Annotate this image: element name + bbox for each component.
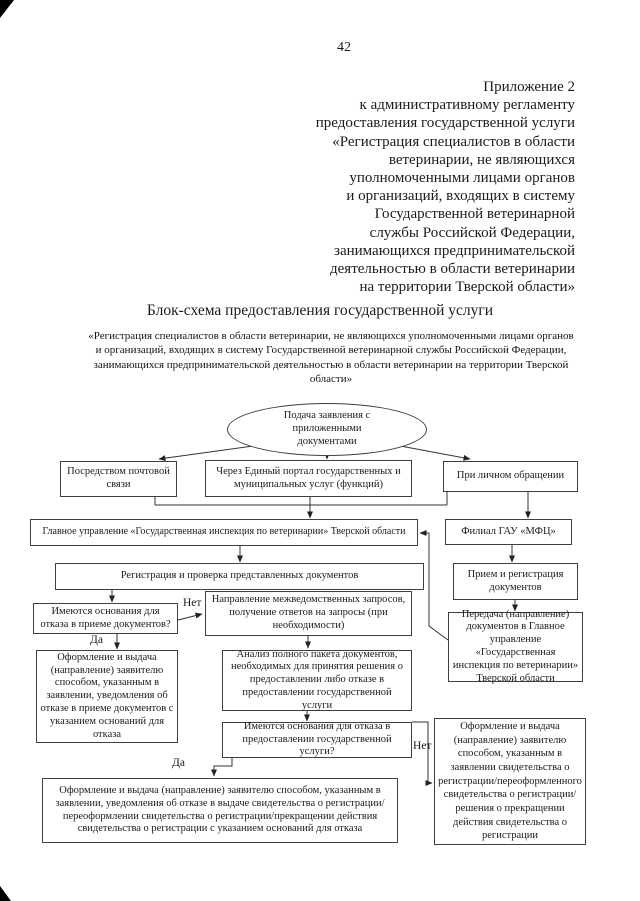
label-no-2: Нет <box>413 740 432 752</box>
node-decision-refuse-acceptance: Имеются основания для отказа в приеме до… <box>33 603 178 634</box>
label-no-1: Нет <box>183 597 202 609</box>
page-number: 42 <box>337 40 351 55</box>
node-registration-check: Регистрация и проверка представленных до… <box>55 563 424 590</box>
node-mail-channel: Посредством почтовой связи <box>60 461 177 497</box>
appendix-line: на территории Тверской области» <box>359 279 575 296</box>
label-yes-2: Да <box>172 757 185 769</box>
appendix-line: ветеринарии, не являющихся <box>388 151 575 168</box>
label-yes-1: Да <box>90 634 103 646</box>
appendix-line: к административному регламенту <box>359 97 575 114</box>
node-final-refusal: Оформление и выдача (направление) заявит… <box>42 778 398 843</box>
appendix-line: Государственной ветеринарной <box>374 206 575 223</box>
node-portal-channel: Через Единый портал государственных и му… <box>205 460 412 497</box>
node-final-issue: Оформление и выдача (направление) заявит… <box>434 718 586 845</box>
node-start: Подача заявления с приложенными документ… <box>227 403 427 456</box>
scan-artifact-bottom-left <box>0 886 11 901</box>
node-mfc: Филиал ГАУ «МФЦ» <box>445 519 572 545</box>
node-in-person-channel: При личном обращении <box>443 461 578 492</box>
node-interagency-requests: Направление межведомственных запросов, п… <box>205 591 412 636</box>
appendix-line: занимающихся предпринимательской <box>334 242 575 259</box>
appendix-line: Приложение 2 <box>483 79 575 95</box>
node-document-analysis: Анализ полного пакета документов, необхо… <box>222 649 412 711</box>
node-main-office: Главное управление «Государственная инсп… <box>30 519 418 546</box>
flowchart-subtitle: «Регистрация специалистов в области вете… <box>88 330 574 386</box>
flowchart-title: Блок-схема предоставления государственно… <box>146 302 494 319</box>
appendix-line: службы Российской Федерации, <box>369 224 575 241</box>
appendix-line: предоставления государственной услуги <box>315 115 575 132</box>
node-mfc-reception: Прием и регистрация документов <box>453 563 578 600</box>
node-acceptance-refusal-notice: Оформление и выдача (направление) заявит… <box>36 650 178 743</box>
appendix-line: и организаций, входящих в систему <box>346 188 575 205</box>
appendix-line: деятельностью в области ветеринарии <box>330 261 575 278</box>
node-decision-refuse-service: Имеются основания для отказа в предостав… <box>222 721 412 758</box>
appendix-line: «Регистрация специалистов в области <box>332 133 575 150</box>
node-transfer-documents: Передача (направление) документов в Глав… <box>448 609 583 684</box>
scan-artifact-top-left <box>0 0 14 18</box>
appendix-line: уполномоченными лицами органов <box>349 170 575 187</box>
appendix-header: Приложение 2 к административному регламе… <box>135 78 575 296</box>
